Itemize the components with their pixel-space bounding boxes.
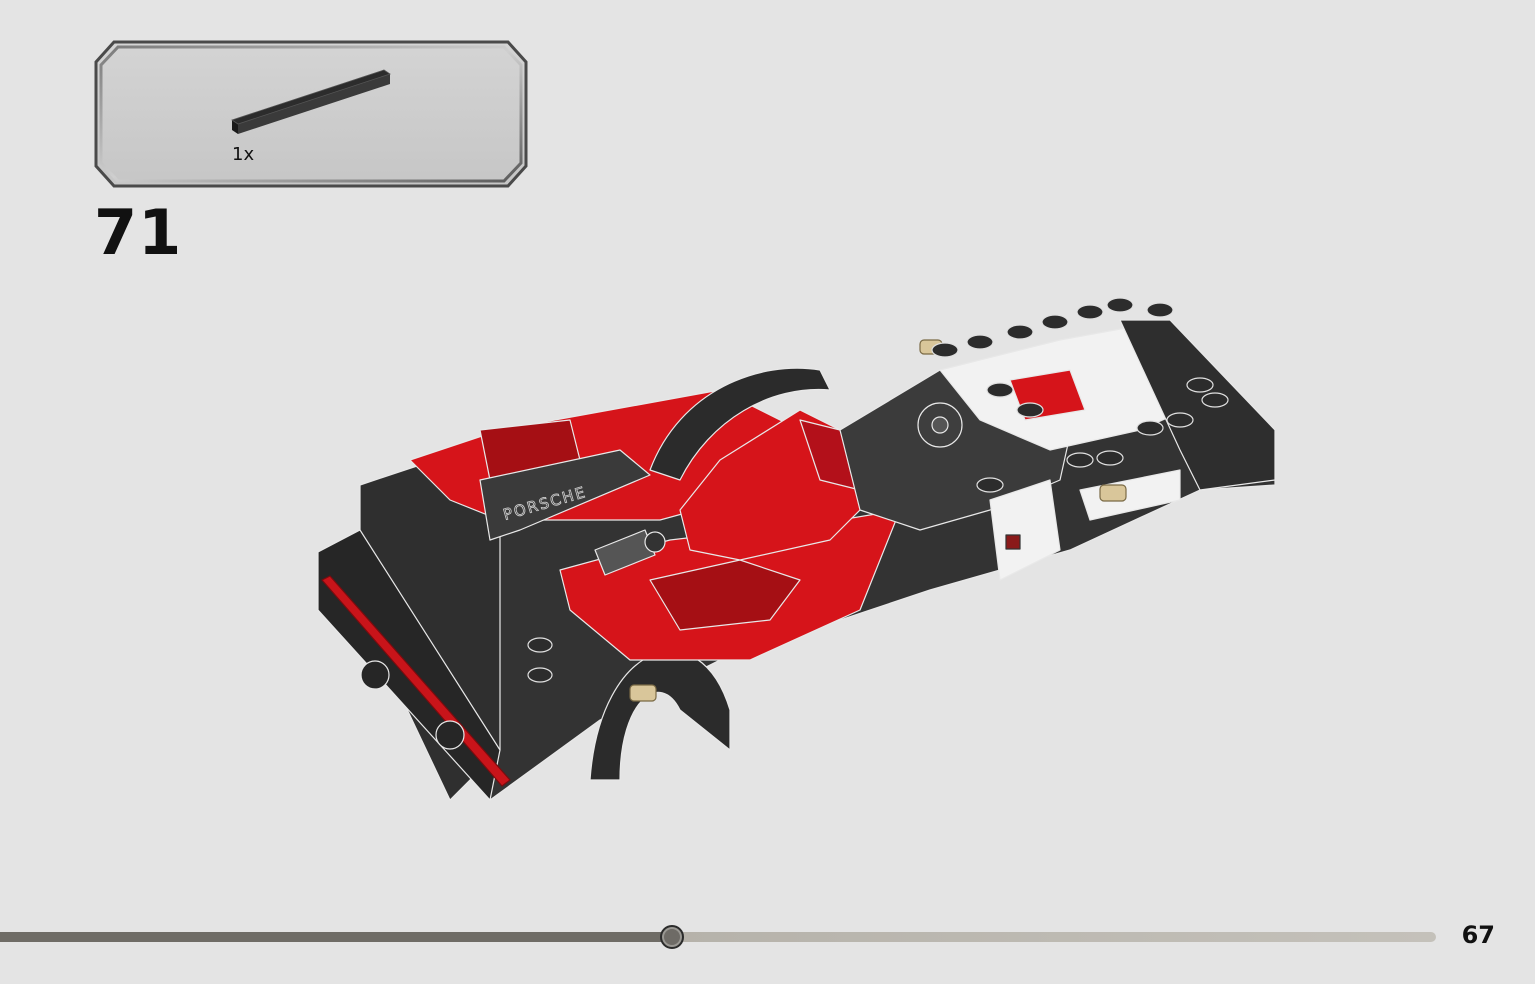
progress-marker-knob [660, 925, 684, 949]
rear-wheel [435, 720, 465, 750]
model-illustration: PORSCHE [317, 297, 1276, 801]
callout-frame [94, 40, 528, 188]
progress-bar-fill [0, 932, 672, 942]
roll-hoop [649, 367, 831, 481]
part-quantity-label: 1x [232, 144, 255, 165]
page-number: 67 [1461, 921, 1495, 949]
studs [527, 297, 1229, 683]
tile-piece-icon [231, 69, 391, 134]
engine-cover [479, 449, 651, 541]
rear-wheel [360, 660, 390, 690]
progress-bar-track [0, 932, 1436, 942]
step-number: 71 [94, 196, 183, 269]
axle-pin-icon [629, 339, 1127, 702]
exhaust-icon [594, 529, 666, 576]
front-nose [1119, 319, 1276, 491]
white-sticker-block [989, 479, 1061, 581]
rear-wheel-arch [589, 650, 731, 781]
parts-callout-box: 1x [94, 40, 528, 188]
